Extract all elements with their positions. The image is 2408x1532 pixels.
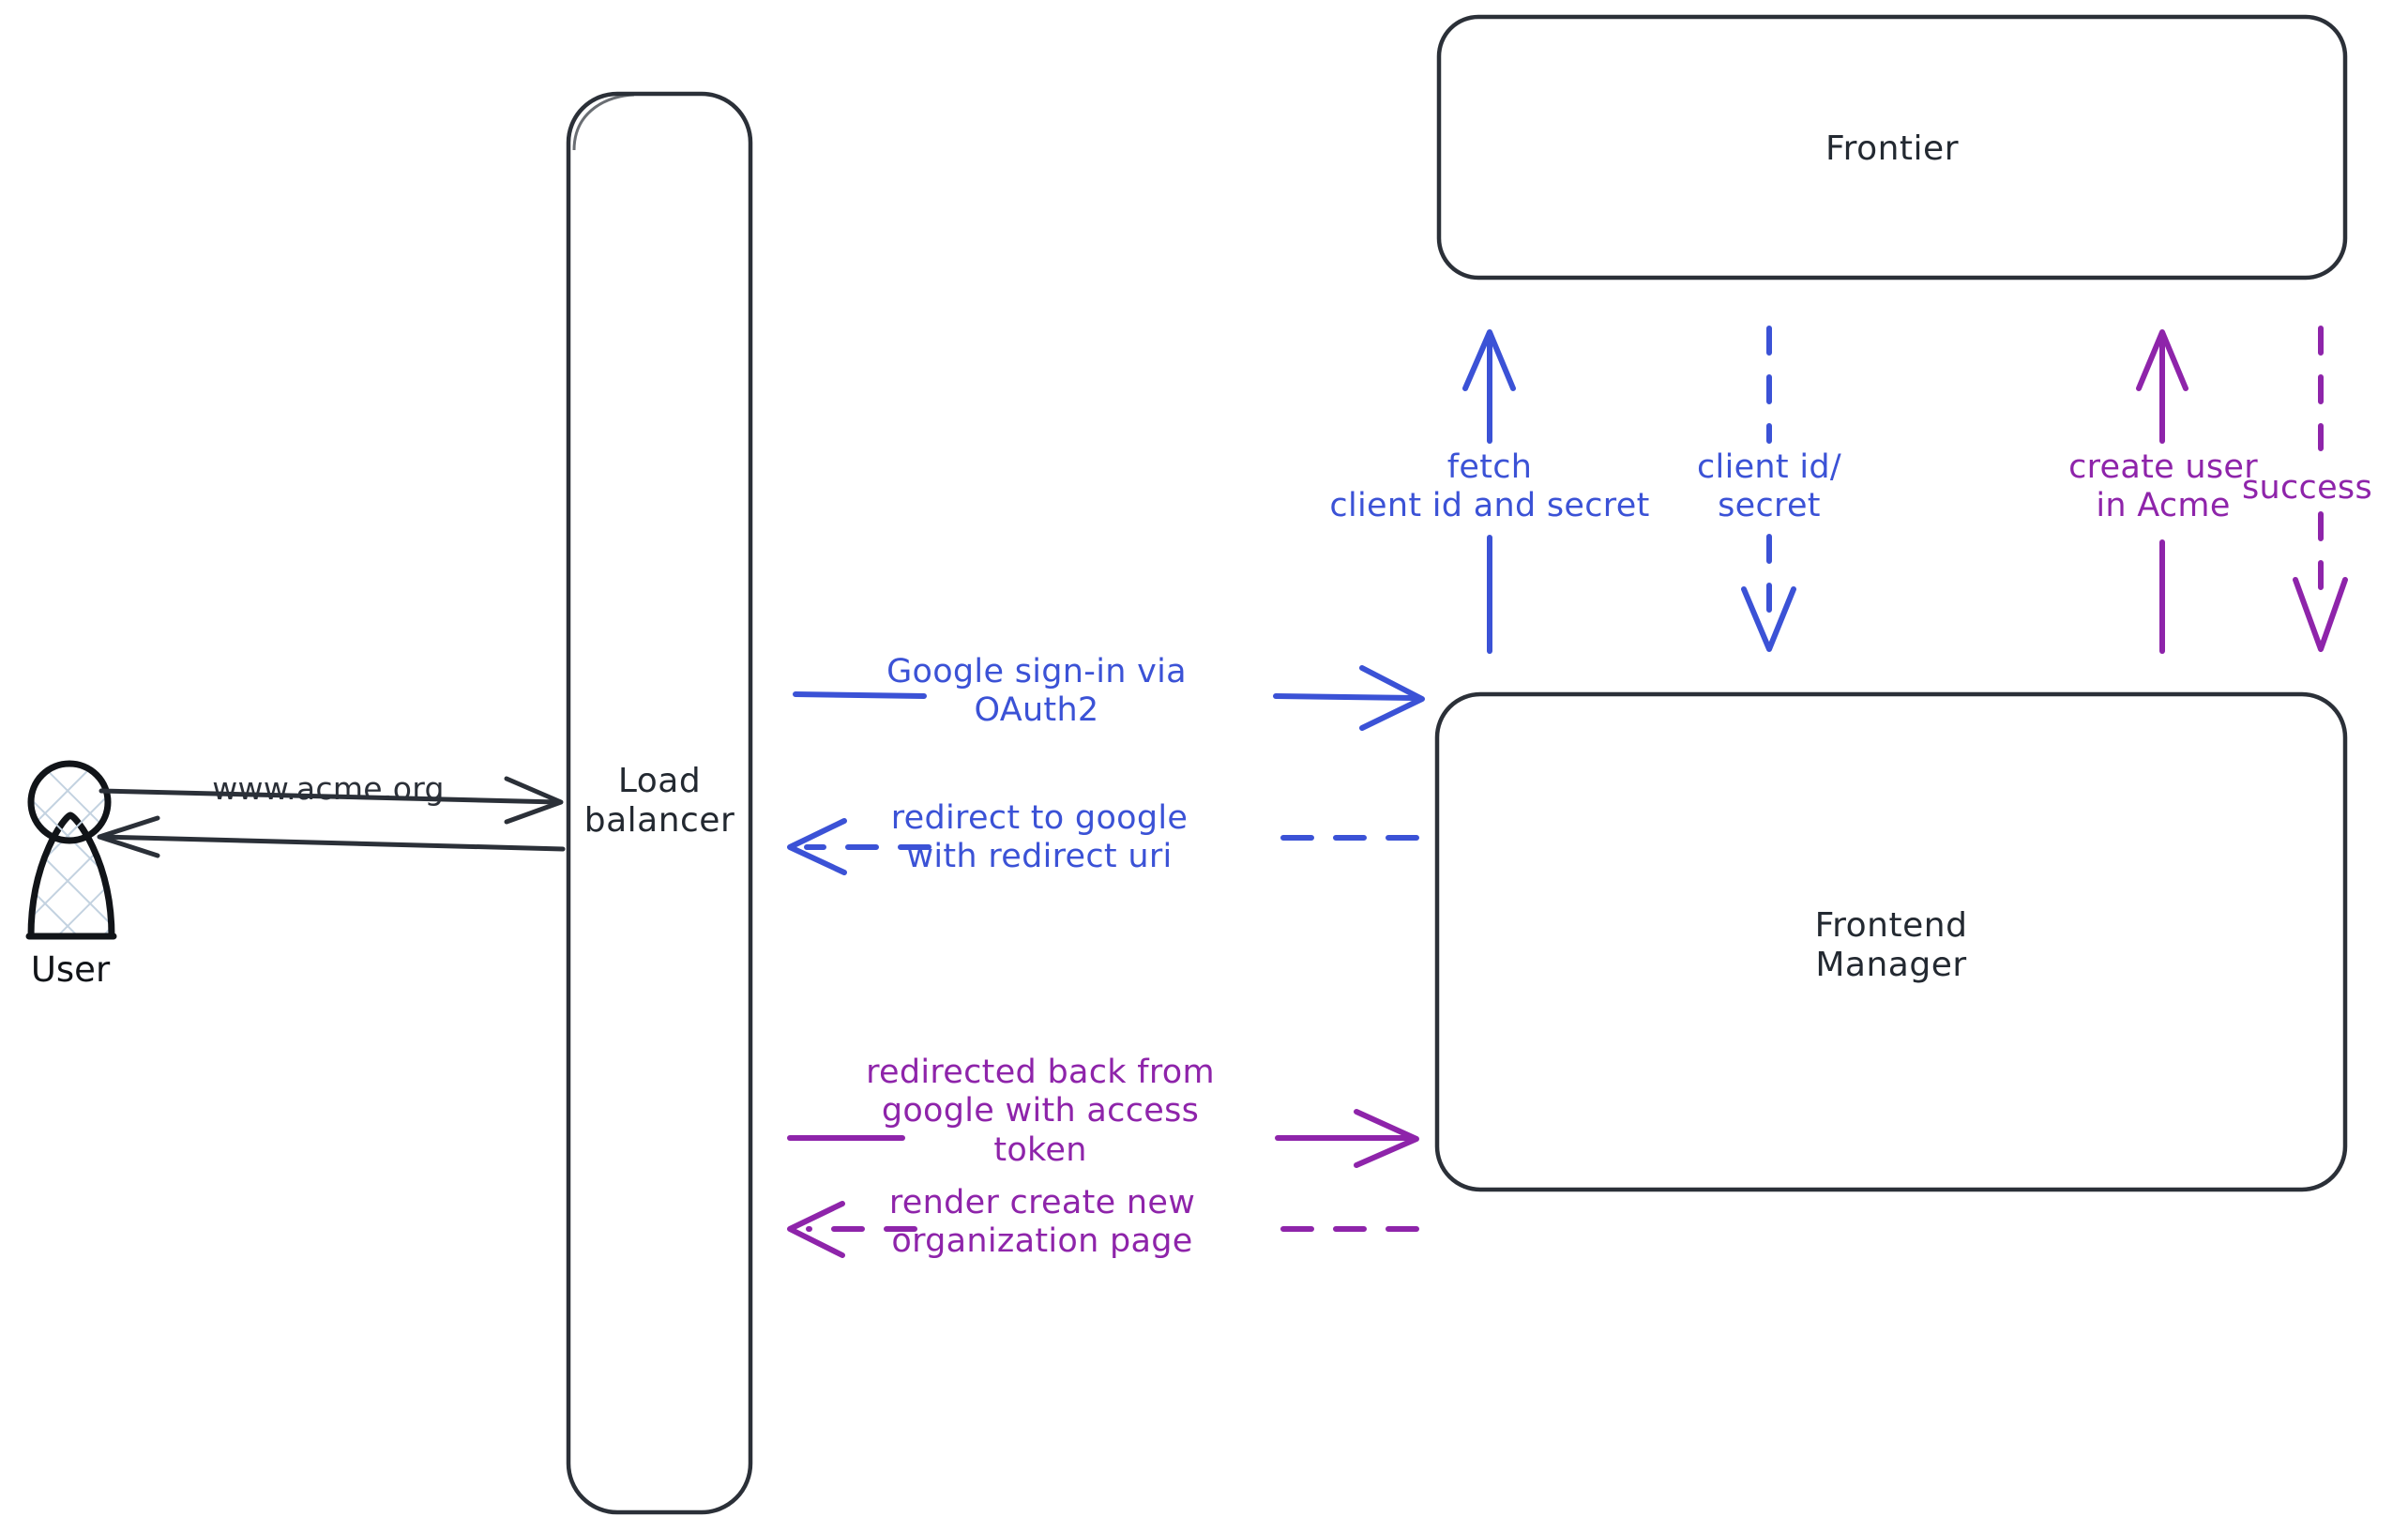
edge-fetch-client-id-arrow (1462, 329, 1516, 654)
node-frontend-manager-shape[interactable] (1434, 691, 2348, 1192)
node-load-balancer-shape[interactable] (566, 91, 753, 1515)
edge-create-user-arrow (2136, 329, 2188, 654)
edge-redirected-back-arrow (787, 1109, 1419, 1168)
node-frontier-shape[interactable] (1436, 14, 2348, 281)
edge-render-org-page-arrow (787, 1201, 1419, 1258)
edge-lb-to-user-arrow (97, 815, 566, 858)
edge-client-id-secret-arrow (1741, 326, 1796, 652)
edge-google-signin-arrow (793, 665, 1425, 731)
edge-redirect-to-google-arrow (787, 818, 1419, 875)
edge-success-arrow (2293, 326, 2348, 652)
user-actor-icon (25, 760, 117, 940)
edge-user-to-lb-arrow (98, 776, 564, 825)
